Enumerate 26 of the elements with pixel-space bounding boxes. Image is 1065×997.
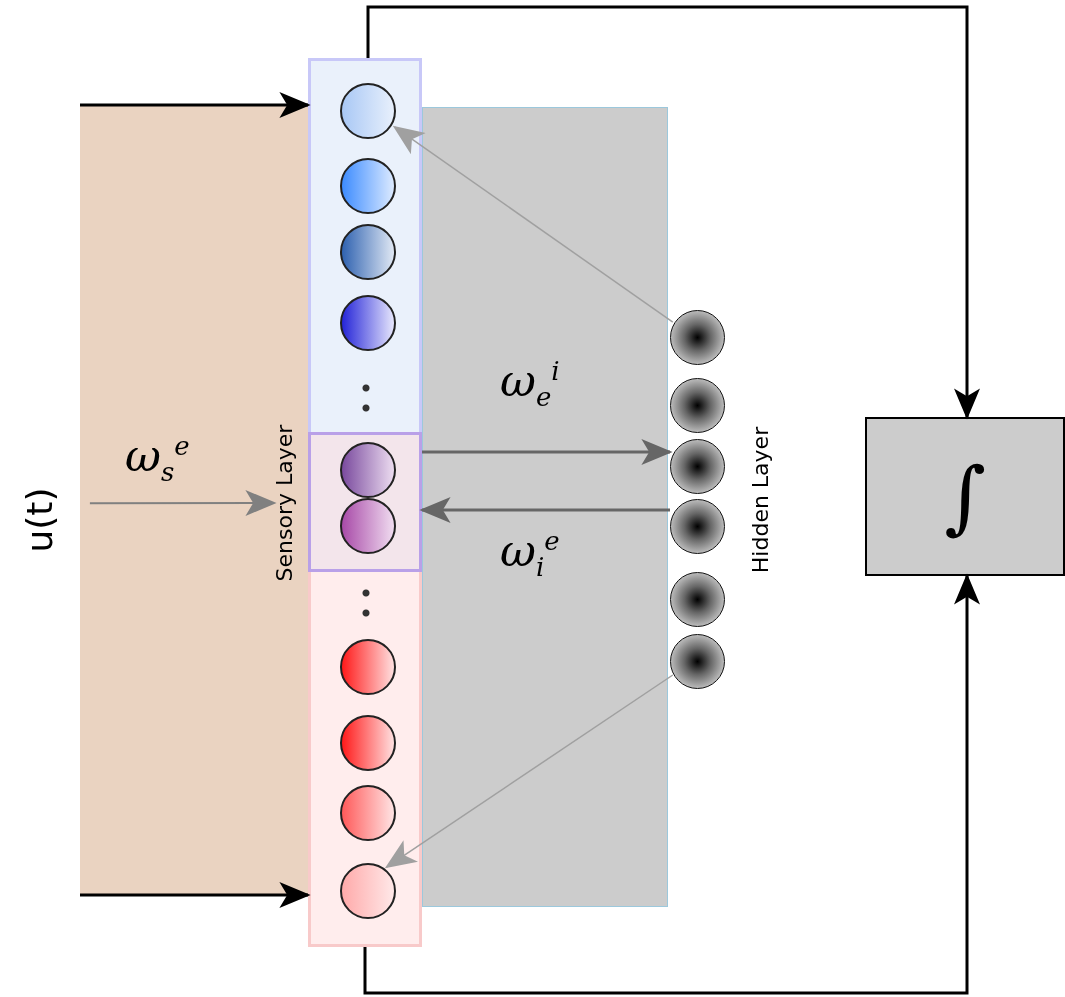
arrow <box>88 490 277 517</box>
arrow <box>392 125 674 323</box>
arrow <box>384 674 674 869</box>
arrow <box>419 497 670 523</box>
arrow <box>363 573 980 995</box>
neuron-circle <box>340 639 396 695</box>
arrow <box>422 439 673 465</box>
arrow <box>80 92 311 118</box>
neuron-circle <box>340 83 396 139</box>
layer-label: Hidden Layer <box>750 426 772 574</box>
neuron-circle <box>340 785 396 841</box>
neuron-circle <box>340 295 396 351</box>
neuron-group-box <box>308 432 422 947</box>
input-label: u(t) <box>22 487 58 553</box>
neuron-circle <box>340 863 396 919</box>
arrow <box>366 5 980 420</box>
neuron-circle <box>340 158 396 214</box>
neuron-circle <box>340 224 396 280</box>
neuron-circle <box>340 715 396 771</box>
integrator-box <box>865 417 1065 576</box>
neuron-circle <box>340 442 396 498</box>
arrow <box>80 882 311 908</box>
neuron-circle <box>340 498 396 554</box>
layer-label: Sensory Layer <box>274 424 296 582</box>
integral-sign: ∫ <box>944 456 986 537</box>
neuron-group-box <box>308 432 422 572</box>
